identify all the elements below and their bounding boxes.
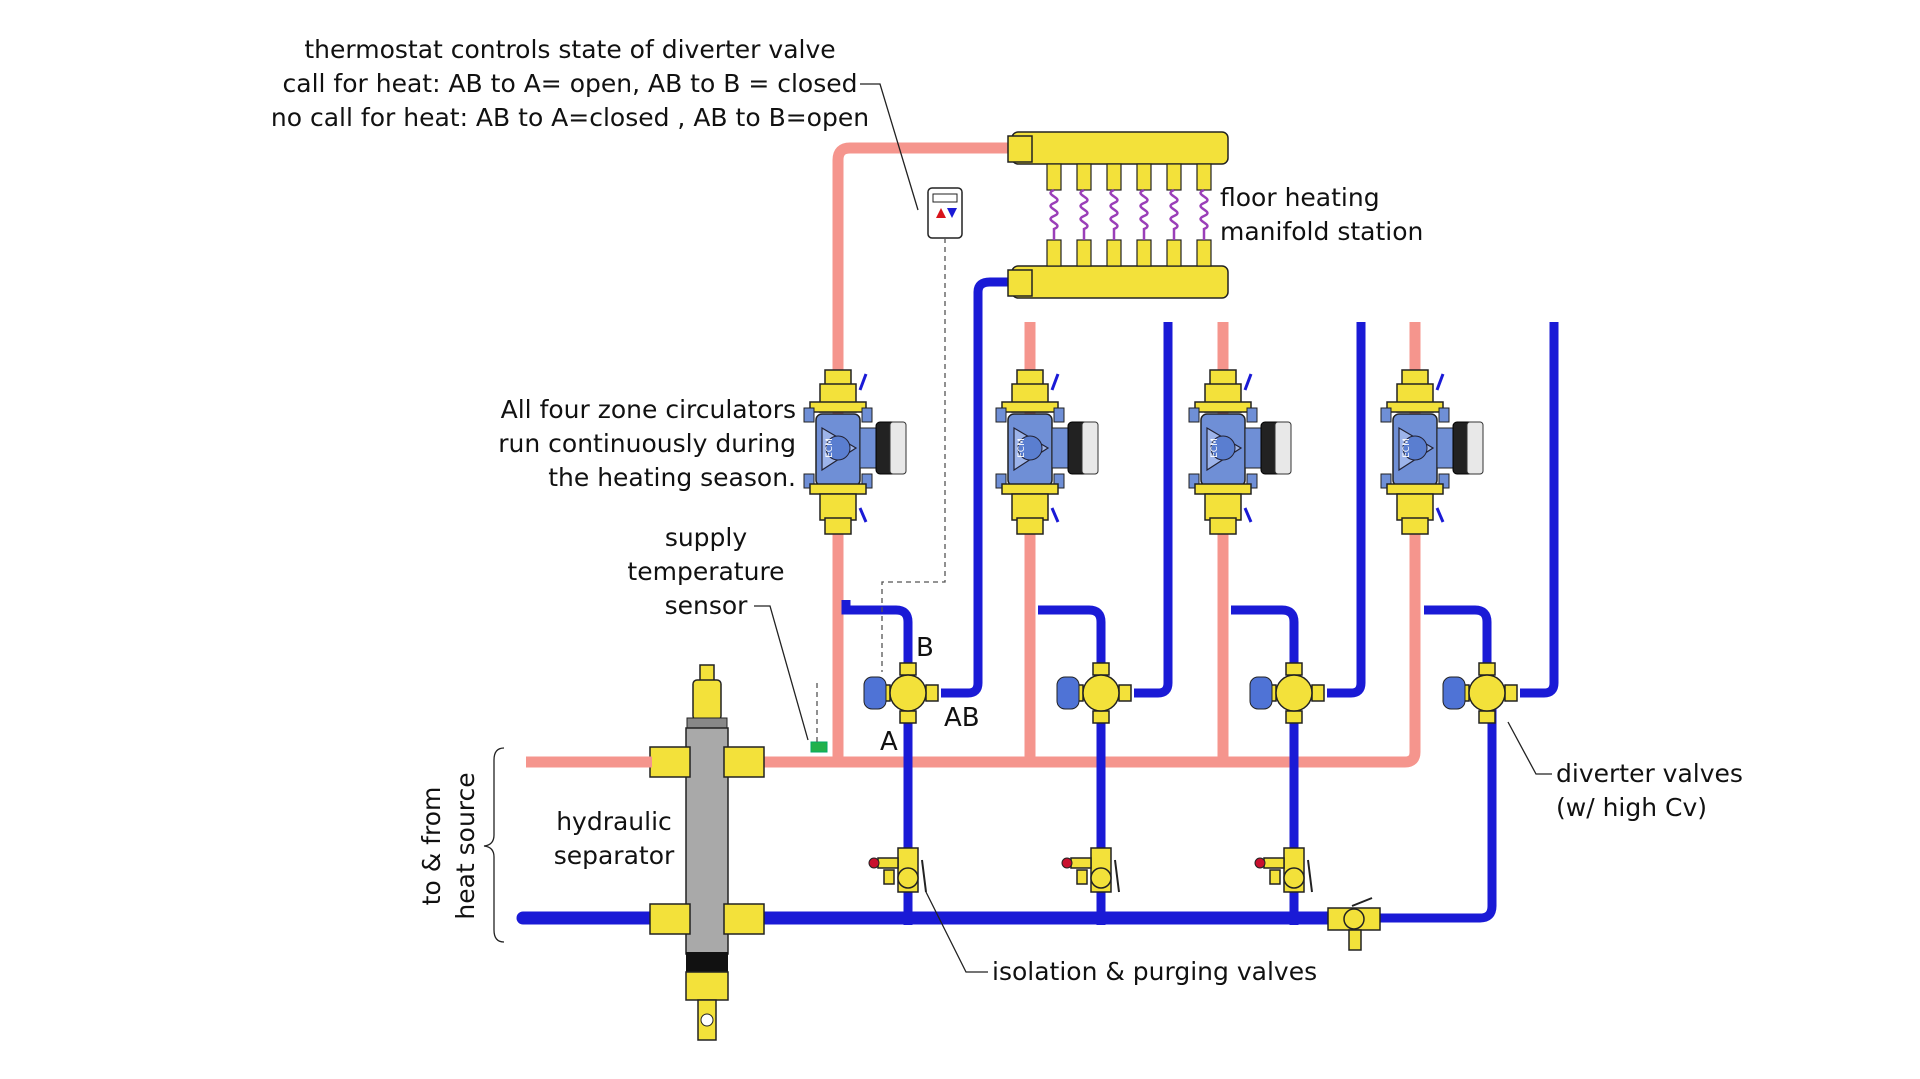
thermostat-label-3: no call for heat: AB to A=closed , AB to… — [271, 103, 869, 132]
thermostat-leader — [860, 83, 919, 211]
circulator-badge: ECM — [1017, 438, 1027, 458]
port-b-label: B — [916, 633, 934, 663]
thermostat-wire — [881, 238, 946, 672]
manifold-label-2: manifold station — [1220, 217, 1423, 246]
circulator-pump-icon — [802, 368, 908, 536]
zone4-return-tail — [1335, 690, 1497, 923]
circulators-label-1: All four zone circulators — [501, 395, 796, 424]
heat-source-brace — [483, 747, 505, 943]
circulators-label-3: the heating season. — [548, 463, 796, 492]
circulator-badge: ECM — [825, 438, 835, 458]
diverter-label-2: (w/ high Cv) — [1556, 793, 1707, 822]
sensor-label-2: temperature — [627, 557, 784, 586]
source-label-1: to & from — [417, 787, 446, 906]
diverter-valve-icon — [1249, 662, 1325, 724]
separator-label-2: separator — [554, 841, 675, 870]
purge-valve-icon — [1254, 847, 1313, 893]
purge-valve-icon — [868, 847, 927, 893]
manifold-label-1: floor heating — [1220, 183, 1380, 212]
purge-valve-icon — [1327, 897, 1381, 951]
sensor-leader — [754, 605, 809, 741]
isolation-leader — [925, 891, 988, 973]
zone4-return-loop — [1424, 605, 1492, 716]
diverter-valve-icon — [863, 662, 939, 724]
diverter-valve-icon — [1442, 662, 1518, 724]
isolation-label: isolation & purging valves — [992, 957, 1317, 986]
zone4-riser — [1520, 322, 1559, 698]
purge-valve-icon — [1061, 847, 1120, 893]
zone3-riser — [1327, 322, 1366, 698]
thermostat-label-1: thermostat controls state of diverter va… — [304, 35, 835, 64]
manifold-icon — [1007, 131, 1229, 299]
sensor-icon — [810, 741, 828, 753]
circulator-pump-icon — [1187, 368, 1293, 536]
thermostat-label-2: call for heat: AB to A= open, AB to B = … — [283, 69, 858, 98]
circulator-badge: ECM — [1402, 438, 1412, 458]
zone1-supply-riser — [832, 142, 1020, 762]
circulators-label-2: run continuously during — [498, 429, 796, 458]
port-a-label: A — [880, 727, 898, 757]
zone2-riser — [1134, 322, 1173, 698]
diverter-label-1: diverter valves — [1556, 759, 1743, 788]
zone1-manifold-return — [941, 277, 1020, 698]
separator-label-1: hydraulic — [556, 807, 672, 836]
diverter-leader — [1507, 721, 1552, 775]
thermostat-icon — [927, 187, 963, 239]
circulator-badge: ECM — [1210, 438, 1220, 458]
circulator-pump-icon — [1379, 368, 1485, 536]
diverter-valve-icon — [1056, 662, 1132, 724]
hydraulic-separator-icon — [649, 664, 765, 1041]
circulator-pump-icon — [994, 368, 1100, 536]
port-ab-label: AB — [944, 703, 980, 733]
sensor-label-1: supply — [665, 523, 748, 552]
sensor-label-3: sensor — [665, 591, 749, 620]
zone4-supply-tail — [1235, 322, 1421, 768]
source-label-2: heat source — [451, 772, 480, 919]
